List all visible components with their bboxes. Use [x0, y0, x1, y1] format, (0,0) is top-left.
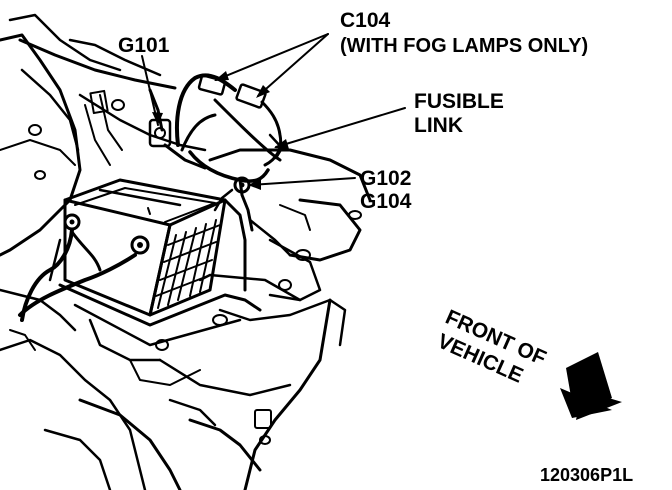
- wiring-harness: [174, 73, 284, 232]
- label-g101: G101: [118, 34, 170, 57]
- callout-labels: G101 C104 (WITH FOG LAMPS ONLY) FUSIBLE …: [118, 9, 588, 213]
- inner-panel-right: [158, 148, 372, 490]
- battery: [63, 178, 227, 317]
- battery-cables: [18, 228, 137, 322]
- frame-rail: [43, 398, 272, 490]
- c104-connector-right: [235, 83, 267, 109]
- front-arrow-icon: [560, 352, 622, 420]
- label-fusible-line1: FUSIBLE: [414, 90, 504, 113]
- label-c104-note: (WITH FOG LAMPS ONLY): [340, 35, 588, 57]
- figure-id: 120306P1L: [540, 465, 633, 485]
- label-c104: C104: [340, 9, 391, 32]
- c104-connector-left: [197, 74, 227, 96]
- battery-vent-grid: [155, 219, 221, 309]
- label-fusible-line2: LINK: [414, 114, 463, 137]
- leader-lines: [141, 33, 406, 190]
- label-g104: G104: [360, 190, 412, 213]
- battery-terminal-positive: [130, 235, 150, 255]
- battery-tray: [58, 198, 292, 386]
- front-of-vehicle-indicator: FRONT OF VEHICLE: [434, 306, 622, 420]
- label-g102: G102: [360, 167, 411, 190]
- g101-ground: [148, 88, 207, 170]
